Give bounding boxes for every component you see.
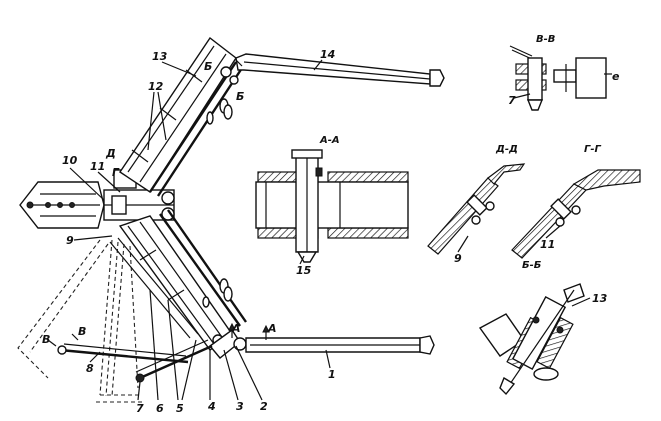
part-number-14: 14 [320,48,335,61]
gg-part-number-11: 11 [540,238,555,251]
section-cut-markers [47,59,270,347]
section-title-bb: Б-Б [522,260,542,271]
mark-a-right: А [267,322,277,335]
upper-boom [119,36,244,197]
folded-position-outline [17,239,142,403]
part-number-13: 13 [152,50,168,63]
vv-part-number-7: 7 [508,94,516,107]
leader-lines [69,59,612,401]
mark-v-right: В [78,325,86,338]
section-title-vv: В-В [536,34,555,45]
part-number-7: 7 [136,402,144,415]
section-gg-view [511,169,641,259]
part-number-9: 9 [66,234,74,247]
section-vv-view [509,45,607,111]
mark-d: Д [105,147,116,160]
part-number-3: 3 [236,400,244,413]
part-number-8: 8 [86,362,94,375]
section-title-aa: А-А [319,135,340,146]
part-number-12: 12 [148,80,164,93]
part-number-10: 10 [62,154,78,167]
part-numbers: 1 2 3 4 5 6 7 8 9 10 11 12 13 14 15 7 9 … [62,48,608,415]
part-number-1: 1 [328,368,336,381]
part-number-5: 5 [176,402,184,415]
mark-b-right: Б [236,90,244,103]
mark-v-left: В [42,333,50,346]
section-aa-view [255,149,409,263]
part-number-6: 6 [156,402,164,415]
cut-letters: А А Б Б В В Д Г е [42,60,620,346]
part-number-15: 15 [296,264,312,277]
mark-e: е [612,70,620,83]
upper-drawbar [235,53,445,87]
section-dd-view [427,163,526,255]
mark-a-left: А [231,322,241,335]
dd-part-number-9: 9 [454,252,462,265]
section-titles: А-А В-В Д-Д Г-Г Б-Б [319,34,602,271]
part-number-11: 11 [90,160,105,173]
section-title-gg: Г-Г [584,144,602,155]
section-bb-view [478,283,585,396]
mark-b-upper: Б [204,60,212,73]
part-number-2: 2 [260,400,268,413]
section-title-dd: Д-Д [495,144,518,155]
lower-left-rods [57,237,213,383]
mark-g: Г [112,166,120,179]
part-number-4: 4 [207,400,216,413]
lower-drawbar [245,335,435,355]
main-assembly [17,36,445,403]
bb-part-number-13: 13 [592,292,608,305]
lower-boom [118,209,247,359]
